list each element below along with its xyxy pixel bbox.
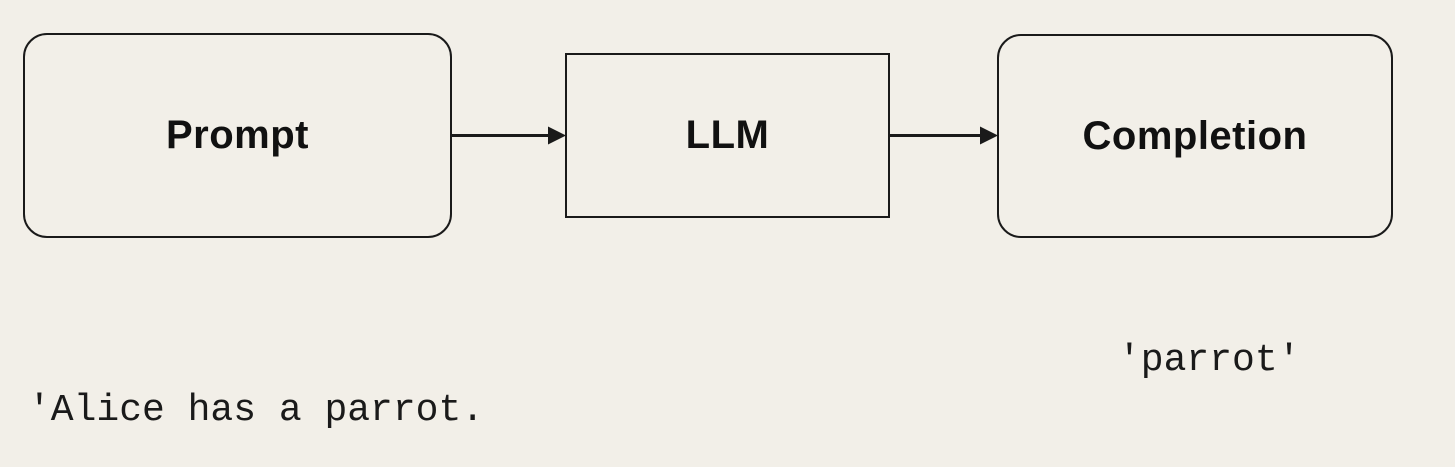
node-completion: Completion [997, 34, 1393, 238]
node-llm: LLM [565, 53, 890, 218]
prompt-example-line: 'Alice has a parrot. [28, 389, 485, 432]
prompt-example-text: 'Alice has a parrot. What animal is Alic… [28, 286, 484, 467]
node-prompt-label: Prompt [166, 113, 309, 157]
arrow-prompt-to-llm-icon [451, 126, 566, 145]
node-completion-label: Completion [1082, 113, 1308, 158]
node-prompt: Prompt [23, 33, 452, 238]
completion-example-text: 'parrot' [1118, 339, 1301, 382]
arrow-llm-to-completion-icon [889, 126, 998, 145]
node-llm-label: LLM [685, 113, 770, 157]
